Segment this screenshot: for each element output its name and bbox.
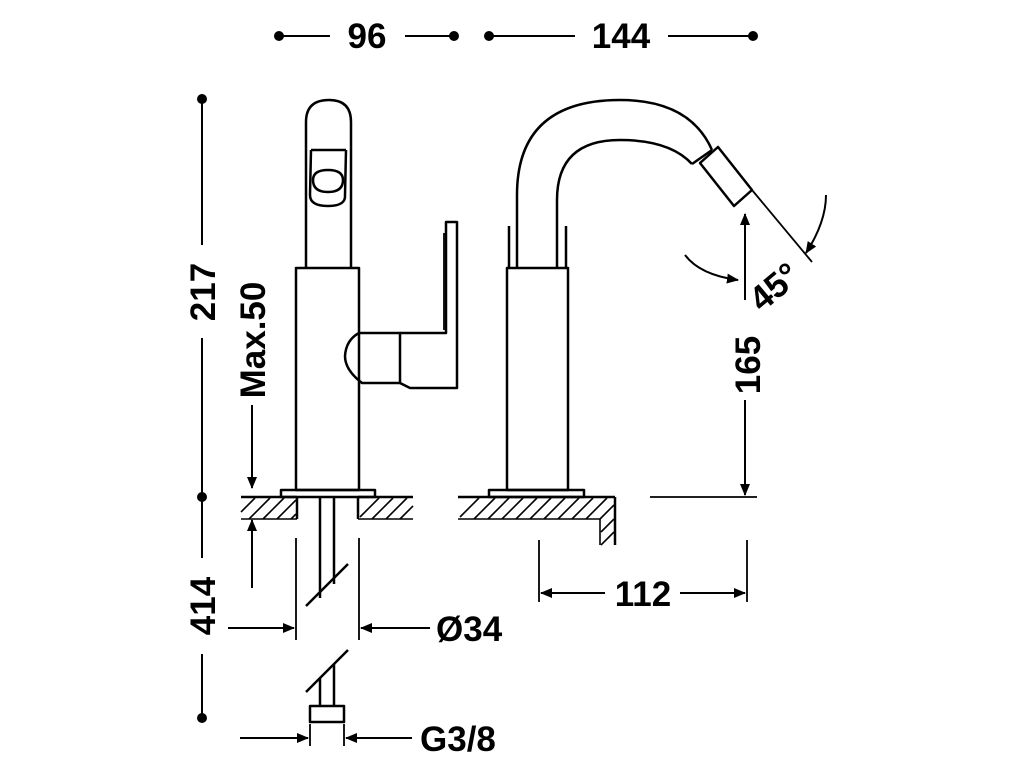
dim-label-217: 217 xyxy=(184,263,223,321)
dimension-96: 96 xyxy=(274,17,459,56)
dim-label-414: 414 xyxy=(184,576,223,635)
dimension-144: 144 xyxy=(484,17,758,56)
dimension-112: 112 xyxy=(538,540,748,614)
dim-label-diameter: Ø34 xyxy=(436,610,503,649)
dimension-angle: 45° xyxy=(684,189,827,319)
dim-label-max50: Max.50 xyxy=(234,282,273,399)
dimension-max50: Max.50 xyxy=(234,282,273,588)
dimension-217: 217 xyxy=(184,94,223,502)
dim-label-angle: 45° xyxy=(742,255,808,319)
dim-label-144: 144 xyxy=(592,17,651,56)
supply-hose xyxy=(305,497,349,724)
faucet-front-view xyxy=(487,98,754,499)
countertop-left xyxy=(240,495,414,520)
dim-label-165: 165 xyxy=(729,336,768,394)
dimension-thread: G3/8 xyxy=(240,720,496,759)
dimension-414: 414 xyxy=(184,497,223,723)
countertop-right xyxy=(458,495,617,546)
faucet-side-view xyxy=(279,98,459,499)
dim-label-96: 96 xyxy=(348,17,387,56)
dim-label-thread: G3/8 xyxy=(420,720,496,759)
dim-label-112: 112 xyxy=(615,575,671,614)
dimension-165: 165 xyxy=(650,213,768,498)
dimension-diameter: Ø34 xyxy=(228,538,503,649)
